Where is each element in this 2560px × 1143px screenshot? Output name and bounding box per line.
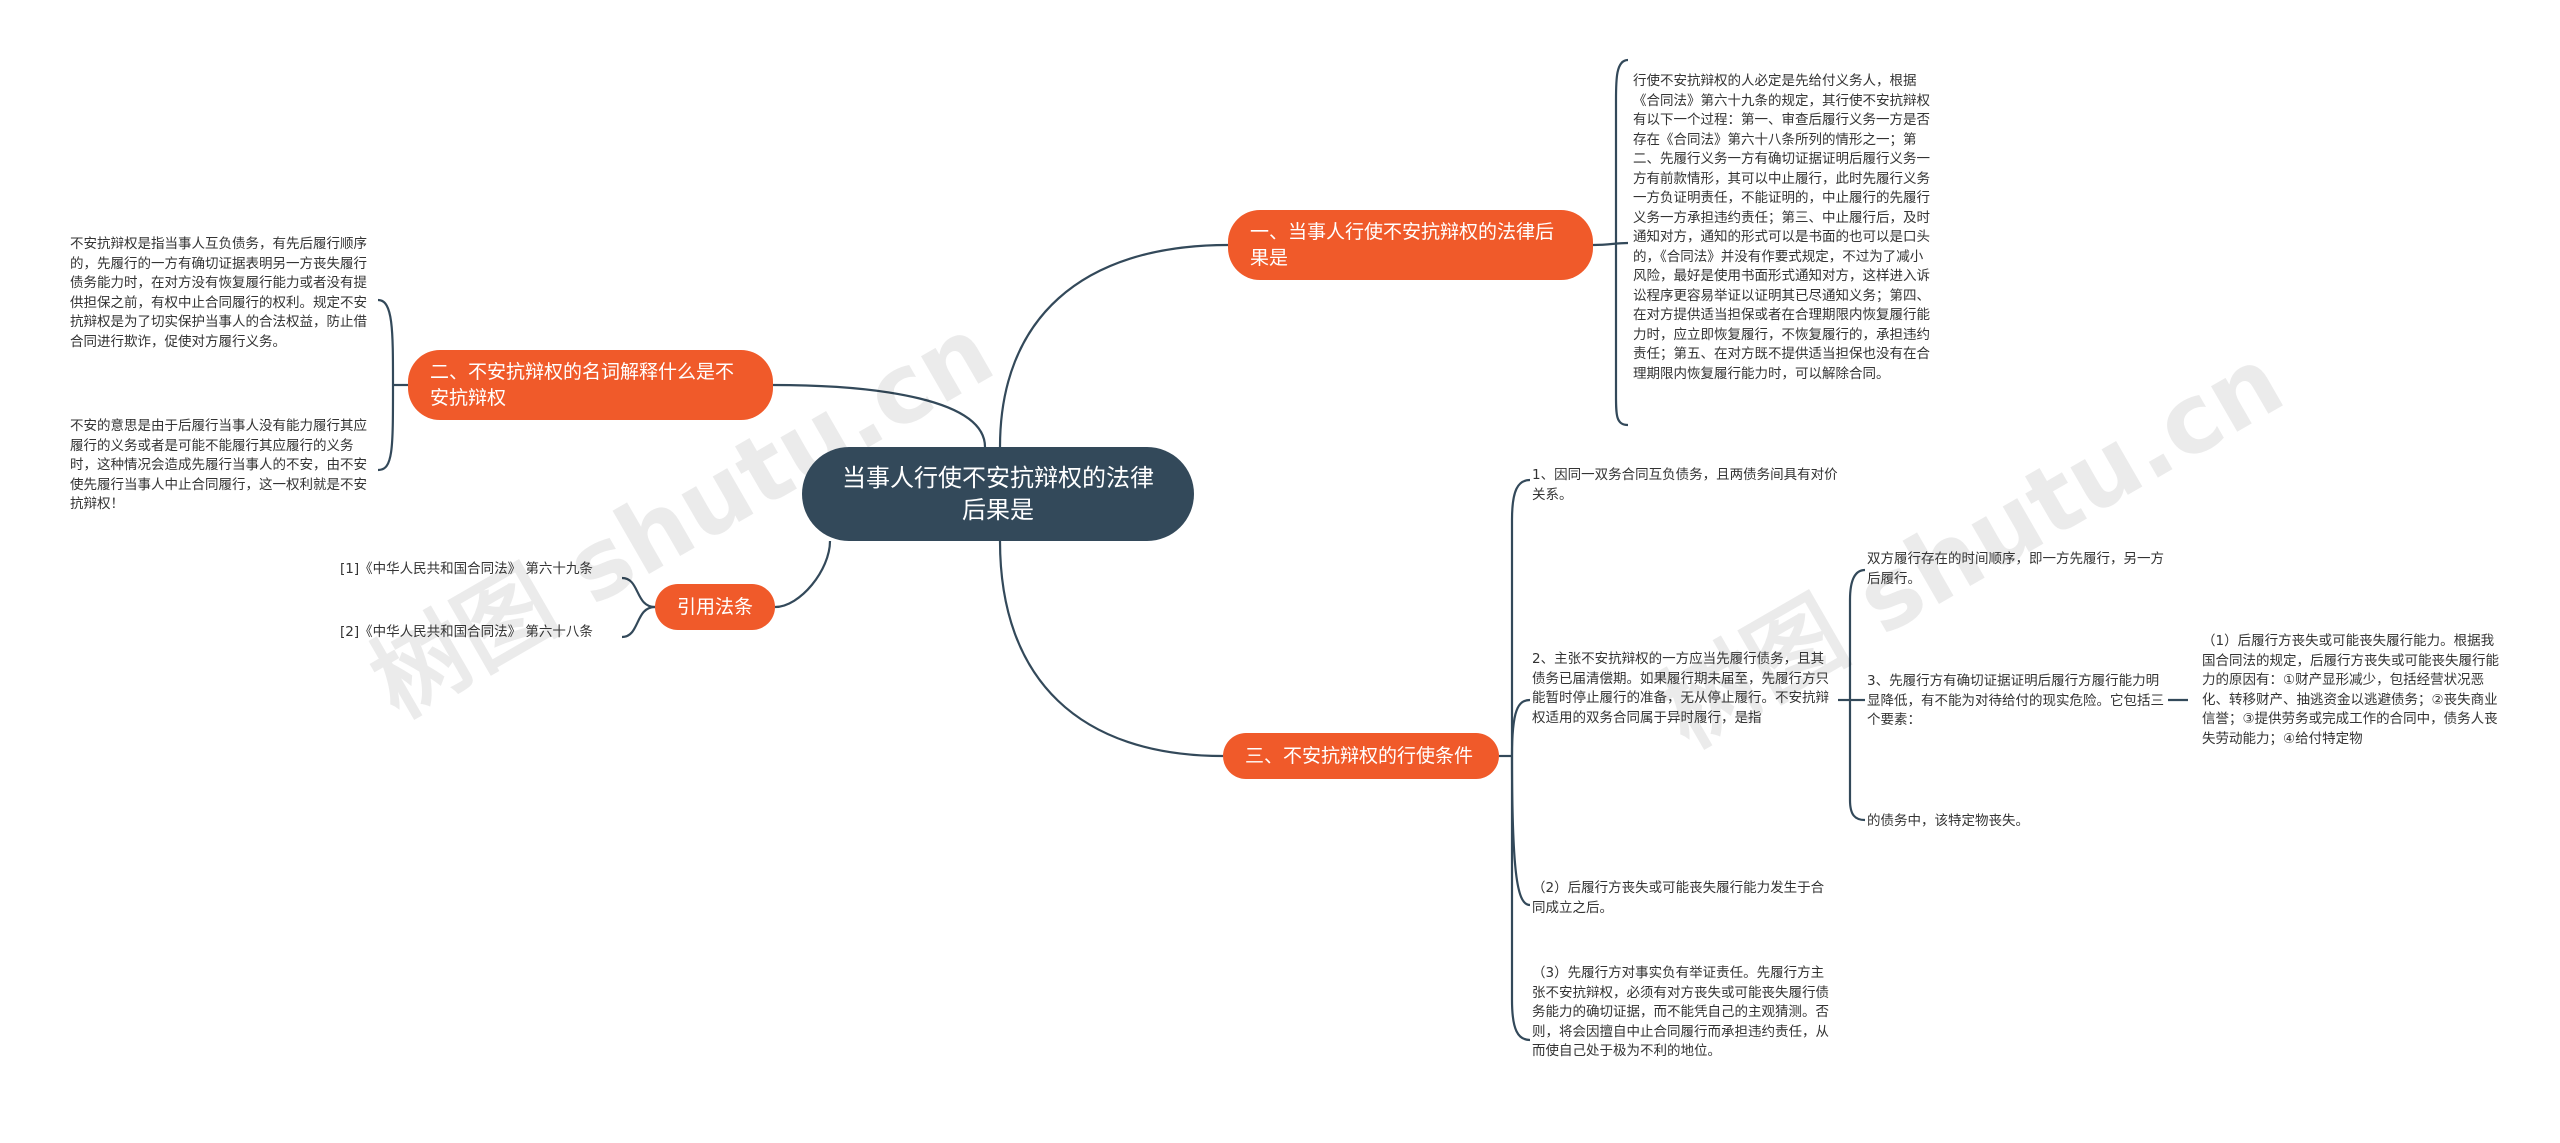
condition-3a: （1）后履行方丧失或可能丧失履行能力。根据我国合同法的规定，后履行方丧失或可能丧… [2202, 633, 2499, 747]
definition-text-2: 不安的意思是由于后履行当事人没有能力履行其应履行的义务或者是可能不能履行其应履行… [70, 418, 367, 512]
condition-2b: 的债务中，该特定物丧失。 [1867, 813, 2029, 829]
definition-text-1: 不安抗辩权是指当事人互负债务，有先后履行顺序的，先履行的一方有确切证据表明另一方… [70, 236, 367, 350]
branch-definition[interactable]: 二、不安抗辩权的名词解释什么是不安抗辩权 [408, 350, 773, 420]
law-reference-2: [2]《中华人民共和国合同法》 第六十八条 [340, 624, 593, 640]
link-b4-law1 [621, 576, 656, 609]
link-root-b3 [998, 540, 1224, 758]
link-b3-c2 [1510, 698, 1531, 757]
link-b3-c4 [1510, 755, 1531, 907]
condition-5: （3）先履行方对事实负有举证责任。先履行方主张不安抗辩权，必须有对方丧失或可能丧… [1532, 965, 1829, 1059]
condition-2a: 双方履行存在的时间顺序，即一方先履行，另一方后履行。 [1867, 551, 2164, 587]
legal-consequence-detail: 行使不安抗辩权的人必定是先给付义务人，根据《合同法》第六十九条的规定，其行使不安… [1633, 73, 1930, 382]
link-b2-def2 [377, 384, 395, 472]
condition-4: （2）后履行方丧失或可能丧失履行能力发生于合同成立之后。 [1532, 880, 1825, 916]
branch-cited-laws[interactable]: 引用法条 [655, 584, 775, 630]
link-c2-c2a [1848, 568, 1866, 700]
link-root-b1 [998, 243, 1229, 448]
condition-1: 1、因同一双务合同互负债务，且两债务间具有对价关系。 [1532, 467, 1838, 503]
link-b3-c1 [1510, 478, 1531, 756]
link-b2-def1 [377, 298, 395, 386]
root-topic[interactable]: 当事人行使不安抗辩权的法律后果是 [802, 447, 1194, 541]
law-reference-1: [1]《中华人民共和国合同法》 第六十九条 [340, 561, 593, 577]
link-b4-law2 [621, 605, 656, 639]
link-root-b2 [772, 383, 987, 448]
condition-2: 2、主张不安抗辩权的一方应当先履行债务，且其债务已届清偿期。如果履行期未届至，先… [1532, 651, 1829, 726]
condition-3: 3、先履行方有确切证据证明后履行方履行能力明显降低，有不能为对待给付的现实危险。… [1867, 673, 2164, 728]
link-b1-detail [1592, 241, 1629, 247]
link-root-b4 [774, 540, 832, 609]
link-b3-c5 [1510, 756, 1531, 1042]
branch-legal-consequence[interactable]: 一、当事人行使不安抗辩权的法律后果是 [1228, 210, 1593, 280]
link-c2-c2b [1848, 700, 1866, 822]
branch-conditions[interactable]: 三、不安抗辩权的行使条件 [1223, 733, 1499, 779]
